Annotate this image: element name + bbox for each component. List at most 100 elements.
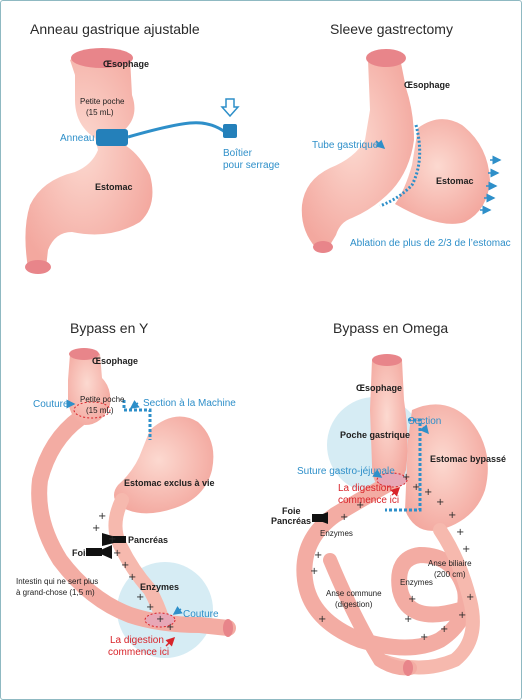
bypass-y-foie-label: Foie: [72, 548, 91, 558]
sleeve-tube-label: Tube gastrique: [312, 140, 379, 151]
bypass-y-digestion-label-1: La digestion: [110, 635, 164, 646]
anneau-band: [96, 129, 128, 146]
bypass-y-digestion-label-2: commence ici: [108, 647, 169, 658]
bypass-omega-stomach: [405, 404, 488, 531]
foie-arrow-shaft: [86, 548, 102, 556]
enzyme-plus-icon: +: [440, 624, 448, 635]
boitier-label-2: pour serrage: [223, 160, 280, 171]
enzyme-plus-icon: +: [448, 510, 456, 521]
panel-sleeve-title: Sleeve gastrectomy: [330, 21, 453, 37]
enzyme-plus-icon: +: [128, 572, 136, 583]
enzyme-plus-icon: +: [408, 594, 416, 605]
sleeve-oesophagus-end: [366, 49, 406, 67]
omega-digestion-arrow-icon: [390, 486, 401, 497]
panel-bypass-omega: Bypass en Omega Œsophage Section Poche g…: [271, 320, 506, 676]
enzyme-plus-icon: +: [466, 592, 474, 603]
bypass-omega-section-label: Section: [408, 416, 441, 427]
bypass-omega-intestine-end: [403, 660, 413, 676]
omega-pancreas-arrow-shaft: [312, 514, 328, 522]
enzyme-plus-icon: +: [146, 602, 154, 613]
bypass-y-enzymes-label: Enzymes: [140, 582, 179, 592]
anneau-label: Anneau: [60, 133, 94, 144]
bypass-y-poche-label-2: (15 mL): [86, 406, 114, 415]
sleeve-ablation-label: Ablation de plus de 2/3 de l’estomac: [350, 238, 511, 249]
enzyme-plus-icon: +: [436, 497, 444, 508]
bypass-y-couture-label-2: Couture: [183, 609, 219, 620]
bypass-omega-anse-commune-1: Anse commune: [326, 589, 382, 598]
panel-anneau: Anneau gastrique ajustable Œsophage Peti…: [25, 21, 280, 274]
panel-bypass-omega-title: Bypass en Omega: [333, 320, 448, 336]
bypass-omega-enzymes-label-1: Enzymes: [320, 529, 353, 538]
bypass-y-intestin-label-1: Intestin qui ne sert plus: [16, 577, 98, 586]
anneau-intestine-end: [25, 260, 51, 274]
enzyme-plus-icon: +: [92, 523, 100, 534]
bypass-omega-plus-marks: + + + + + + + + + + + + + + + + + +: [310, 472, 474, 643]
enzyme-plus-icon: +: [113, 548, 121, 559]
enzyme-plus-icon: +: [402, 472, 410, 483]
sleeve-tube-stomach: [301, 51, 414, 248]
enzyme-plus-icon: +: [318, 614, 326, 625]
sleeve-staple-line: [379, 124, 422, 208]
digestion-arrow-icon: [165, 636, 176, 647]
bypass-y-excluded-stomach: [114, 416, 214, 514]
bypass-y-oesophagus-end: [69, 348, 99, 360]
bypass-omega-anse-biliaire-1: Anse biliaire: [428, 559, 472, 568]
bypass-y-anastomosis: [144, 612, 176, 628]
bypass-omega-pouch: [370, 355, 408, 490]
enzyme-plus-icon: +: [108, 534, 116, 545]
sleeve-removal-arrows: [480, 155, 502, 215]
panel-bypass-y: Bypass en Y Œsophage Couture Petite poch…: [16, 320, 236, 658]
bypass-y-intestin-label-2: à grand-chose (1,5 m): [16, 588, 95, 597]
anneau-tube: [127, 121, 226, 139]
panel-anneau-title: Anneau gastrique ajustable: [30, 21, 200, 37]
sleeve-estomac-label: Estomac: [436, 176, 474, 186]
bypass-y-pouch: [68, 349, 111, 425]
enzyme-plus-icon: +: [340, 512, 348, 523]
enzyme-plus-icon: +: [458, 610, 466, 621]
bypass-y-section-label: Section à la Machine: [143, 398, 236, 409]
enzyme-plus-icon: +: [420, 632, 428, 643]
bypass-omega-digestion-label-2: commence ici: [338, 495, 399, 506]
panel-bypass-y-title: Bypass en Y: [70, 320, 149, 336]
bypass-y-couture-label-1: Couture: [33, 399, 69, 410]
enzyme-plus-icon: +: [156, 614, 164, 625]
anneau-poche-label-2: (15 mL): [86, 108, 114, 117]
enzyme-plus-icon: +: [136, 592, 144, 603]
enzyme-plus-icon: +: [404, 614, 412, 625]
anneau-poche-label-1: Petite poche: [80, 97, 125, 106]
bypass-omega-poche-label: Poche gastrique: [340, 430, 410, 440]
enzyme-plus-icon: +: [412, 482, 420, 493]
enzyme-plus-icon: +: [166, 622, 174, 633]
bypass-omega-estomac-label: Estomac bypassé: [430, 454, 506, 464]
bypass-omega-suture-label: Suture gastro-jéjunale: [297, 466, 395, 477]
bypass-omega-anse-commune-2: (digestion): [335, 600, 373, 609]
bypass-omega-section-line: [385, 418, 422, 512]
bypass-y-intestine-end: [223, 619, 233, 637]
suture-arrow-icon: [372, 469, 383, 478]
couture2-arrow-icon: [172, 605, 183, 615]
bypass-y-oesophage-label: Œsophage: [92, 356, 138, 366]
bypass-omega-pancreas-label: Pancréas: [271, 516, 311, 526]
bypass-y-plus-marks: + + + + + + + + + +: [92, 511, 174, 633]
enzyme-plus-icon: +: [314, 550, 322, 561]
boitier-icon: [223, 124, 237, 138]
enzyme-plus-icon: +: [462, 544, 470, 555]
bypass-omega-oesophage-label: Œsophage: [356, 383, 402, 393]
bypass-omega-foie-label: Foie: [282, 506, 301, 516]
sleeve-intestine-end: [313, 241, 333, 253]
omega-section-arrow-icon: [419, 424, 429, 435]
enzyme-plus-icon: +: [356, 500, 364, 511]
bypass-y-couture-ring: [73, 401, 111, 419]
boitier-label-1: Boîtier: [223, 148, 253, 159]
bypass-y-biliary-limb: [108, 493, 169, 625]
section-arrow-icon: [129, 399, 140, 409]
sleeve-oesophage-label: Œsophage: [404, 80, 450, 90]
enzyme-plus-icon: +: [424, 487, 432, 498]
foie-arrow-icon: [96, 545, 112, 559]
enzyme-plus-icon: +: [310, 566, 318, 577]
bypass-y-poche-label-1: Petite poche: [80, 395, 125, 404]
pancreas-arrow-shaft: [104, 536, 126, 543]
anneau-estomac-label: Estomac: [95, 182, 133, 192]
bypass-omega-anse-biliaire-2: (200 cm): [434, 570, 466, 579]
